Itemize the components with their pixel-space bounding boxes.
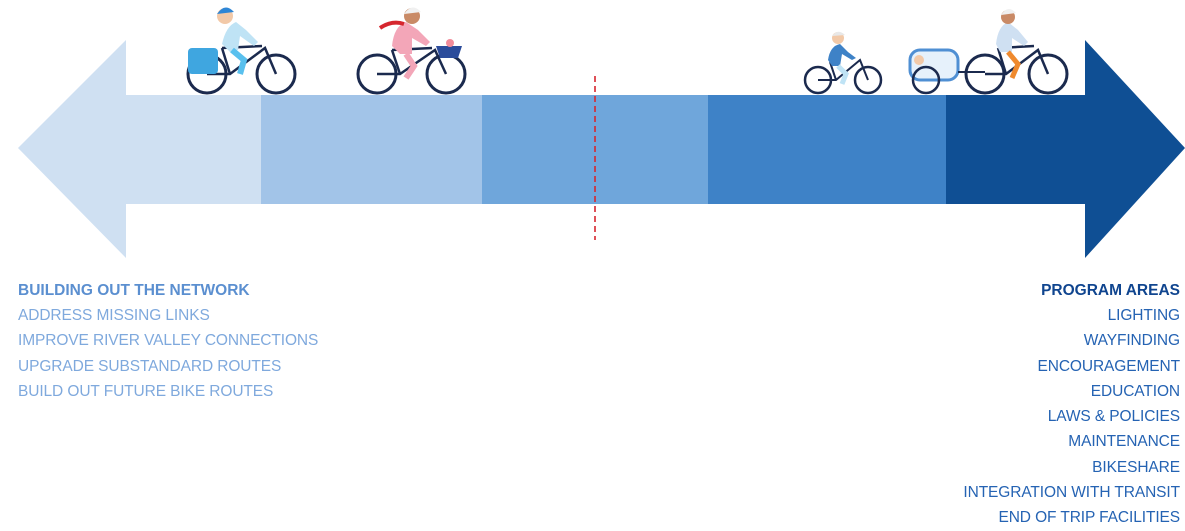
segment-4 bbox=[708, 95, 947, 204]
right-arrowhead bbox=[946, 40, 1185, 258]
program-item-end-of-trip: END OF TRIP FACILITIES bbox=[998, 509, 1180, 527]
program-item-encouragement: ENCOURAGEMENT bbox=[1037, 357, 1180, 375]
left-arrowhead bbox=[18, 40, 262, 258]
program-item-lighting: LIGHTING bbox=[1107, 307, 1181, 324]
network-list: BUILDING OUT THE NETWORK ADDRESS MISSING… bbox=[18, 278, 438, 404]
program-item-wayfinding: WAYFINDING bbox=[1083, 332, 1180, 350]
network-item-river-valley: IMPROVE RIVER VALLEY CONNECTIONS bbox=[18, 332, 319, 350]
program-item-education: EDUCATION bbox=[1090, 382, 1180, 400]
cyclist-with-basket-icon bbox=[356, 7, 467, 95]
adult-cyclist-with-trailer-icon bbox=[908, 8, 1069, 95]
child-cyclist-icon bbox=[803, 31, 883, 95]
program-item-bikeshare: BIKESHARE bbox=[1092, 458, 1180, 476]
program-item-transit-integration: INTEGRATION WITH TRANSIT bbox=[963, 484, 1180, 502]
network-item-missing-links: ADDRESS MISSING LINKS bbox=[18, 307, 210, 324]
program-areas-heading: PROGRAM AREAS bbox=[1041, 282, 1180, 299]
program-item-laws-policies: LAWS & POLICIES bbox=[1047, 408, 1180, 426]
network-item-substandard-routes: UPGRADE SUBSTANDARD ROUTES bbox=[18, 357, 282, 375]
network-heading: BUILDING OUT THE NETWORK bbox=[18, 282, 250, 299]
cyclist-with-pannier-icon bbox=[186, 7, 297, 95]
network-item-future-routes: BUILD OUT FUTURE BIKE ROUTES bbox=[18, 382, 274, 400]
program-areas-list: PROGRAM AREAS LIGHTING WAYFINDING ENCOUR… bbox=[760, 278, 1180, 531]
segment-2 bbox=[261, 95, 483, 204]
program-item-maintenance: MAINTENANCE bbox=[1068, 433, 1180, 451]
